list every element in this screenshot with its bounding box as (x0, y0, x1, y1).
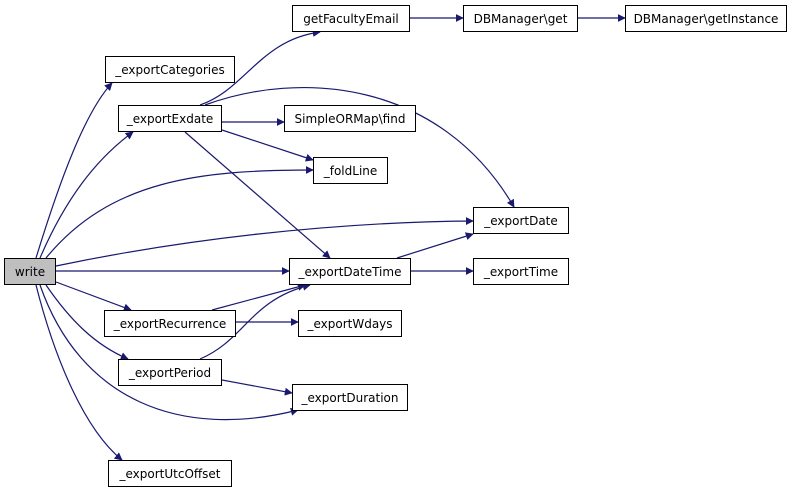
edge-write-to-exportRecurrence (55, 281, 132, 312)
node-export-time[interactable]: _exportTime (473, 258, 569, 285)
edge-write-to-exportDuration (39, 284, 299, 421)
node-export-wdays[interactable]: _exportWdays (298, 310, 402, 337)
edge-write-to-exportDate (55, 217, 474, 267)
edge-exportExdate-to-foldLine (221, 129, 314, 162)
edge-write-to-exportUtcOffset (35, 284, 123, 461)
node-export-date-time[interactable]: _exportDateTime (289, 258, 411, 285)
edge-exportRecurrence-to-exportDateTime (211, 283, 306, 311)
edge-exportDateTime-to-exportDate (396, 232, 474, 259)
node-export-period[interactable]: _exportPeriod (118, 359, 222, 386)
node-export-utc-offset[interactable]: _exportUtcOffset (108, 460, 232, 487)
node-export-recurrence[interactable]: _exportRecurrence (104, 310, 236, 337)
node-dbmanager-get[interactable]: DBManager\get (463, 5, 578, 32)
edge-write-to-exportExdate (39, 131, 134, 259)
node-export-categories[interactable]: _exportCategories (105, 56, 235, 83)
edge-write-to-exportCategories (35, 82, 113, 259)
edge-exportExdate-to-getFacultyEmail (199, 28, 321, 106)
edge-exportPeriod-to-exportDuration (221, 379, 293, 396)
node-export-exdate[interactable]: _exportExdate (118, 105, 222, 132)
edge-write-to-foldLine (45, 166, 314, 259)
edge-exportPeriod-to-exportDateTime (199, 282, 311, 360)
node-write: write (4, 258, 56, 285)
edge-exportExdate-to-exportDateTime (184, 131, 331, 259)
node-get-faculty-email[interactable]: getFacultyEmail (292, 5, 410, 32)
edge-write-to-exportPeriod (45, 284, 129, 360)
edge-exportExdate-to-exportDate (204, 86, 515, 208)
node-fold-line[interactable]: _foldLine (313, 157, 388, 184)
node-dbmanager-getinstance[interactable]: DBManager\getInstance (625, 5, 787, 32)
node-export-date[interactable]: _exportDate (473, 207, 569, 234)
node-simpleormap-find[interactable]: SimpleORMap\find (284, 105, 416, 132)
node-export-duration[interactable]: _exportDuration (292, 384, 408, 411)
